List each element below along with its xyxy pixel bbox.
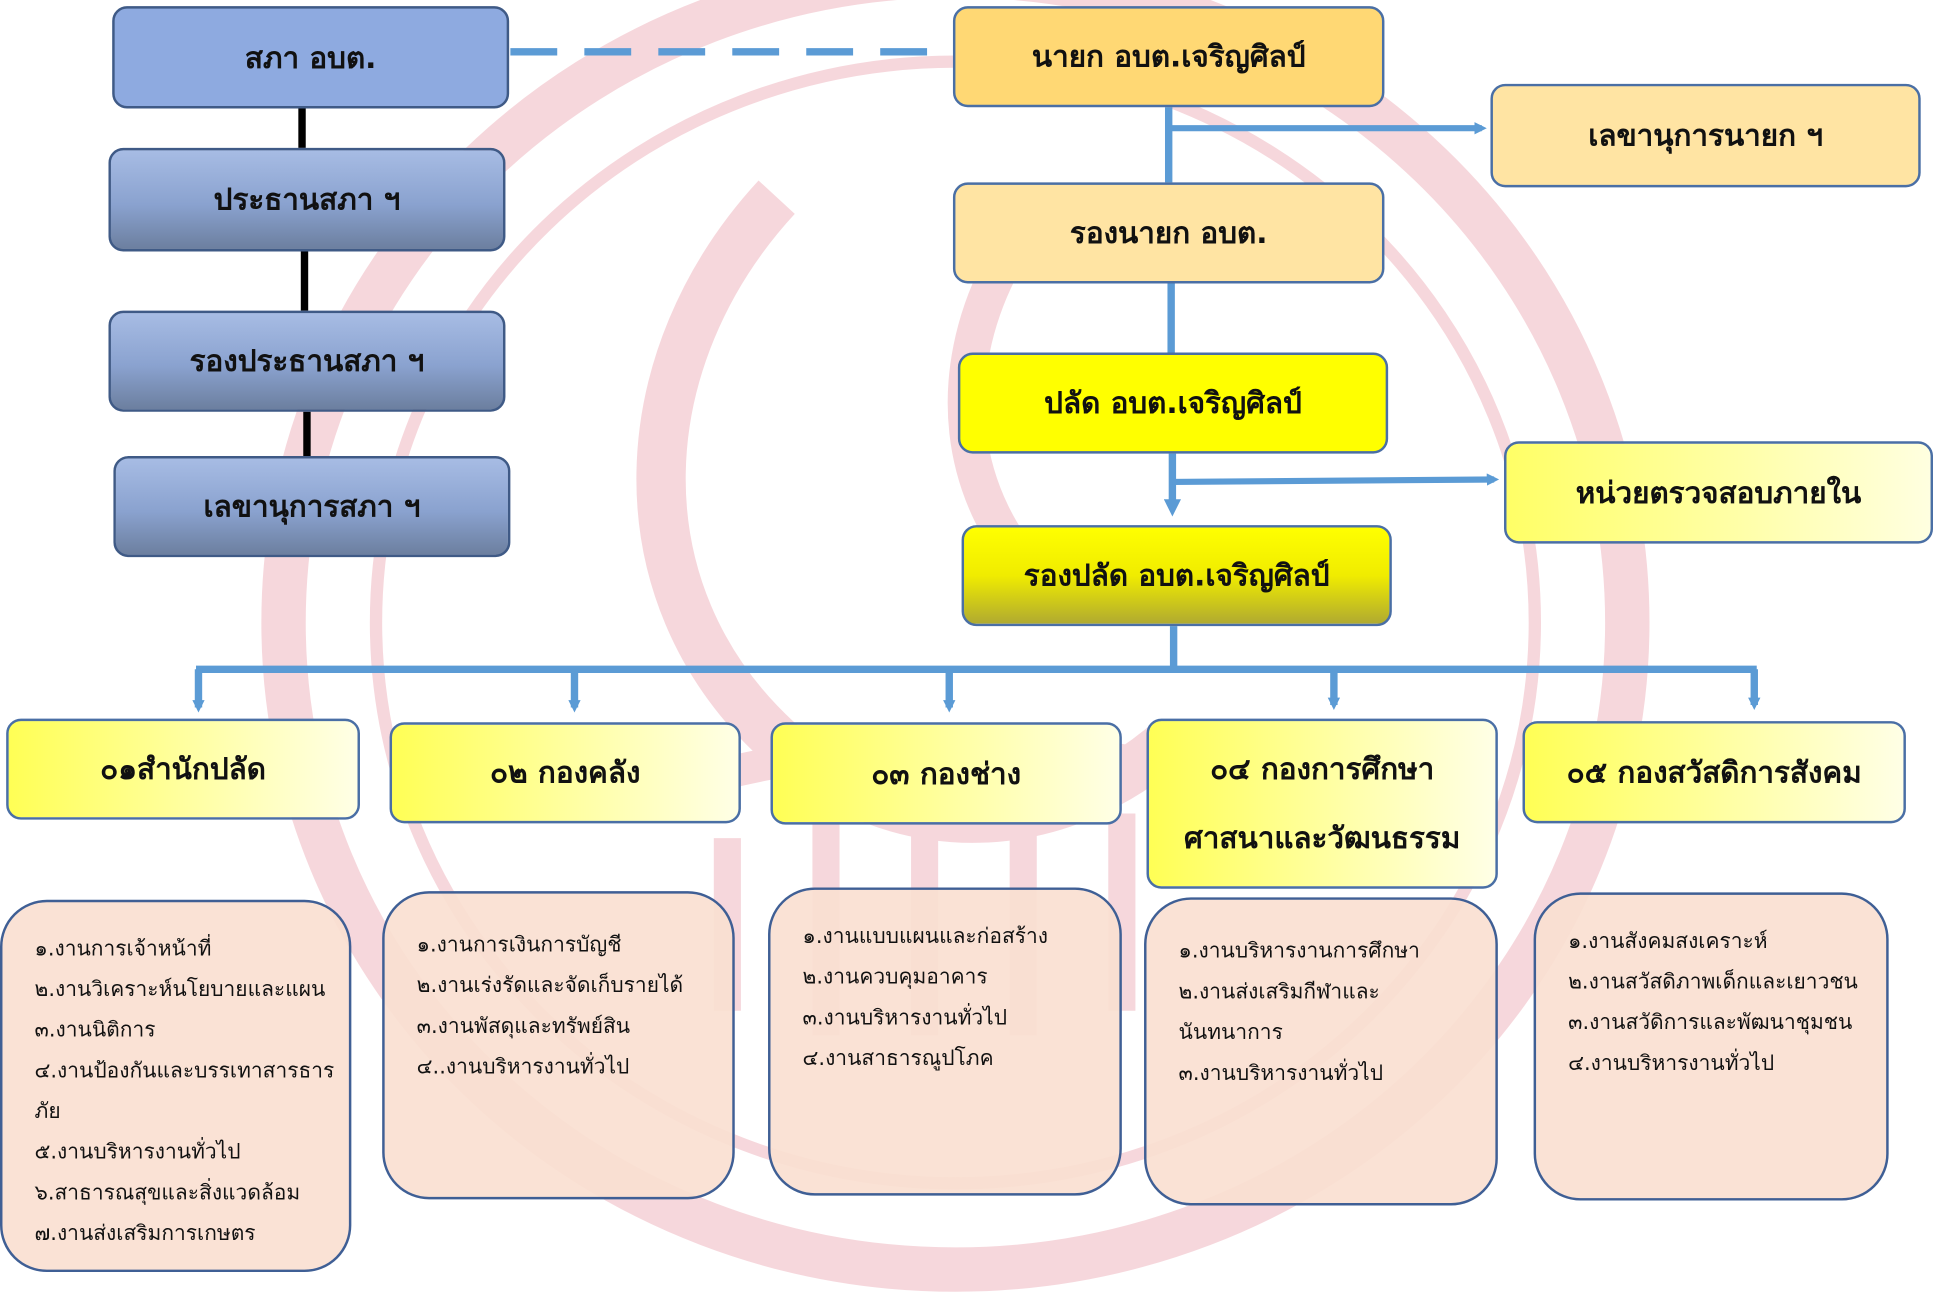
deputy-palat-box: รองปลัด อบต.เจริญศิลป์: [961, 525, 1392, 627]
task-item: ๓.งานพัสดุและทรัพย์สิน: [416, 1014, 631, 1040]
department-title-01: ๐๑สำนักปลัด: [100, 751, 266, 787]
department-box-05: ๐๕ กองสวัสดิการสังคม: [1522, 721, 1906, 824]
task-item: ๖.สาธารณสุขและสิ่งแวดล้อม: [34, 1180, 301, 1206]
task-item: ๓.งานสวัดิการและพัฒนาชุมชน: [1568, 1010, 1853, 1036]
mayor-secretary-box: เลขานุการนายก ฯ: [1490, 83, 1921, 188]
task-item: ๒.งานสวัสดิภาพเด็กและเยาวชน: [1568, 970, 1858, 995]
task-item: ภัย: [34, 1099, 61, 1125]
task-list-04: ๑.งานบริหารงานการศึกษา ๒.งานส่งเสริมกีฬา…: [1144, 897, 1498, 1206]
task-item: ๑.งานสังคมสงเคราะห์: [1568, 929, 1768, 955]
council-box: สภา อบต.: [112, 6, 510, 109]
mayor-box: นายก อบต.เจริญศิลป์: [952, 6, 1385, 108]
task-item: นันทนาการ: [1178, 1020, 1283, 1046]
task-list-03: ๑.งานแบบแผนและก่อสร้าง ๒.งานควบคุมอาคาร …: [768, 887, 1122, 1196]
department-box-03: ๐๓ กองช่าง: [770, 722, 1122, 825]
task-list-01: ๑.งานการเจ้าหน้าที่ ๒.งานวิเคราะห์นโยบาย…: [0, 899, 352, 1273]
task-item: ๓.งานบริหารงานทั่วไป: [802, 1005, 1008, 1031]
task-item: ๒.งานส่งเสริมกีฬาและ: [1178, 979, 1380, 1005]
task-item: ๓.งานบริหารงานทั่วไป: [1178, 1061, 1384, 1086]
department-title-04-line1: ๐๔ กองการศึกษา: [1210, 751, 1435, 787]
task-item: ๓.งานนิติการ: [34, 1018, 156, 1043]
task-item: ๗.งานส่งเสริมการเกษตร: [34, 1221, 256, 1247]
task-item: ๔.งานบริหารงานทั่วไป: [1568, 1051, 1775, 1077]
task-item: ๑.งานการเงินการบัญชี: [416, 933, 622, 958]
task-item: ๒.งานวิเคราะห์นโยบายและแผน: [34, 977, 326, 1003]
department-box-02: ๐๒ กองคลัง: [389, 722, 741, 824]
internal-audit-box: หน่วยตรวจสอบภายใน: [1504, 441, 1933, 544]
task-item: ๔.งานป้องกันและบรรเทาสารธาร: [34, 1058, 335, 1084]
department-title-05: ๐๕ กองสวัสดิการสังคม: [1566, 754, 1862, 790]
task-item: ๒.งานควบคุมอาคาร: [802, 965, 988, 990]
palat-box: ปลัด อบต.เจริญศิลป์: [957, 352, 1389, 454]
task-item: ๑.งานบริหารงานการศึกษา: [1178, 939, 1420, 964]
council-label: สภา อบต.: [244, 40, 377, 75]
task-item: ๑.งานการเจ้าหน้าที่: [34, 936, 212, 962]
department-box-04: ๐๔ กองการศึกษา ศาสนาและวัฒนธรรม: [1146, 718, 1498, 889]
council-president-box: ประธานสภา ฯ: [108, 147, 506, 252]
department-title-02: ๐๒ กองคลัง: [490, 755, 641, 791]
department-title-04-line2: ศาสนาและวัฒนธรรม: [1184, 820, 1461, 856]
task-item: ๔.งานสาธารณูปโภค: [802, 1046, 994, 1072]
mayor-label: นายก อบต.เจริญศิลป์: [1031, 39, 1306, 74]
council-vice-president-box: รองประธานสภา ฯ: [108, 310, 506, 412]
council-president-label: ประธานสภา ฯ: [213, 182, 401, 217]
department-title-03: ๐๓ กองช่าง: [871, 756, 1022, 791]
task-item: ๔..งานบริหารงานทั่วไป: [416, 1055, 630, 1080]
task-list-05: ๑.งานสังคมสงเคราะห์ ๒.งานสวัสดิภาพเด็กแล…: [1533, 892, 1889, 1201]
task-item: ๕.งานบริหารงานทั่วไป: [34, 1140, 241, 1165]
council-secretary-box: เลขานุการสภา ฯ: [113, 456, 511, 558]
palat-label: ปลัด อบต.เจริญศิลป์: [1044, 385, 1302, 421]
internal-audit-label: หน่วยตรวจสอบภายใน: [1575, 475, 1862, 510]
task-item: ๑.งานแบบแผนและก่อสร้าง: [802, 924, 1049, 950]
task-item: ๒.งานเร่งรัดและจัดเก็บรายได้: [416, 973, 684, 999]
council-vice-president-label: รองประธานสภา ฯ: [189, 343, 425, 379]
mayor-secretary-label: เลขานุการนายก ฯ: [1588, 118, 1823, 153]
deputy-palat-label: รองปลัด อบต.เจริญศิลป์: [1023, 558, 1330, 593]
task-list-02: ๑.งานการเงินการบัญชี ๒.งานเร่งรัดและจัดเ…: [382, 891, 735, 1200]
department-box-01: ๐๑สำนักปลัด: [6, 718, 360, 820]
council-secretary-label: เลขานุการสภา ฯ: [203, 489, 421, 524]
deputy-mayor-box: รองนายก อบต.: [952, 182, 1385, 284]
deputy-mayor-label: รองนายก อบต.: [1069, 215, 1268, 251]
